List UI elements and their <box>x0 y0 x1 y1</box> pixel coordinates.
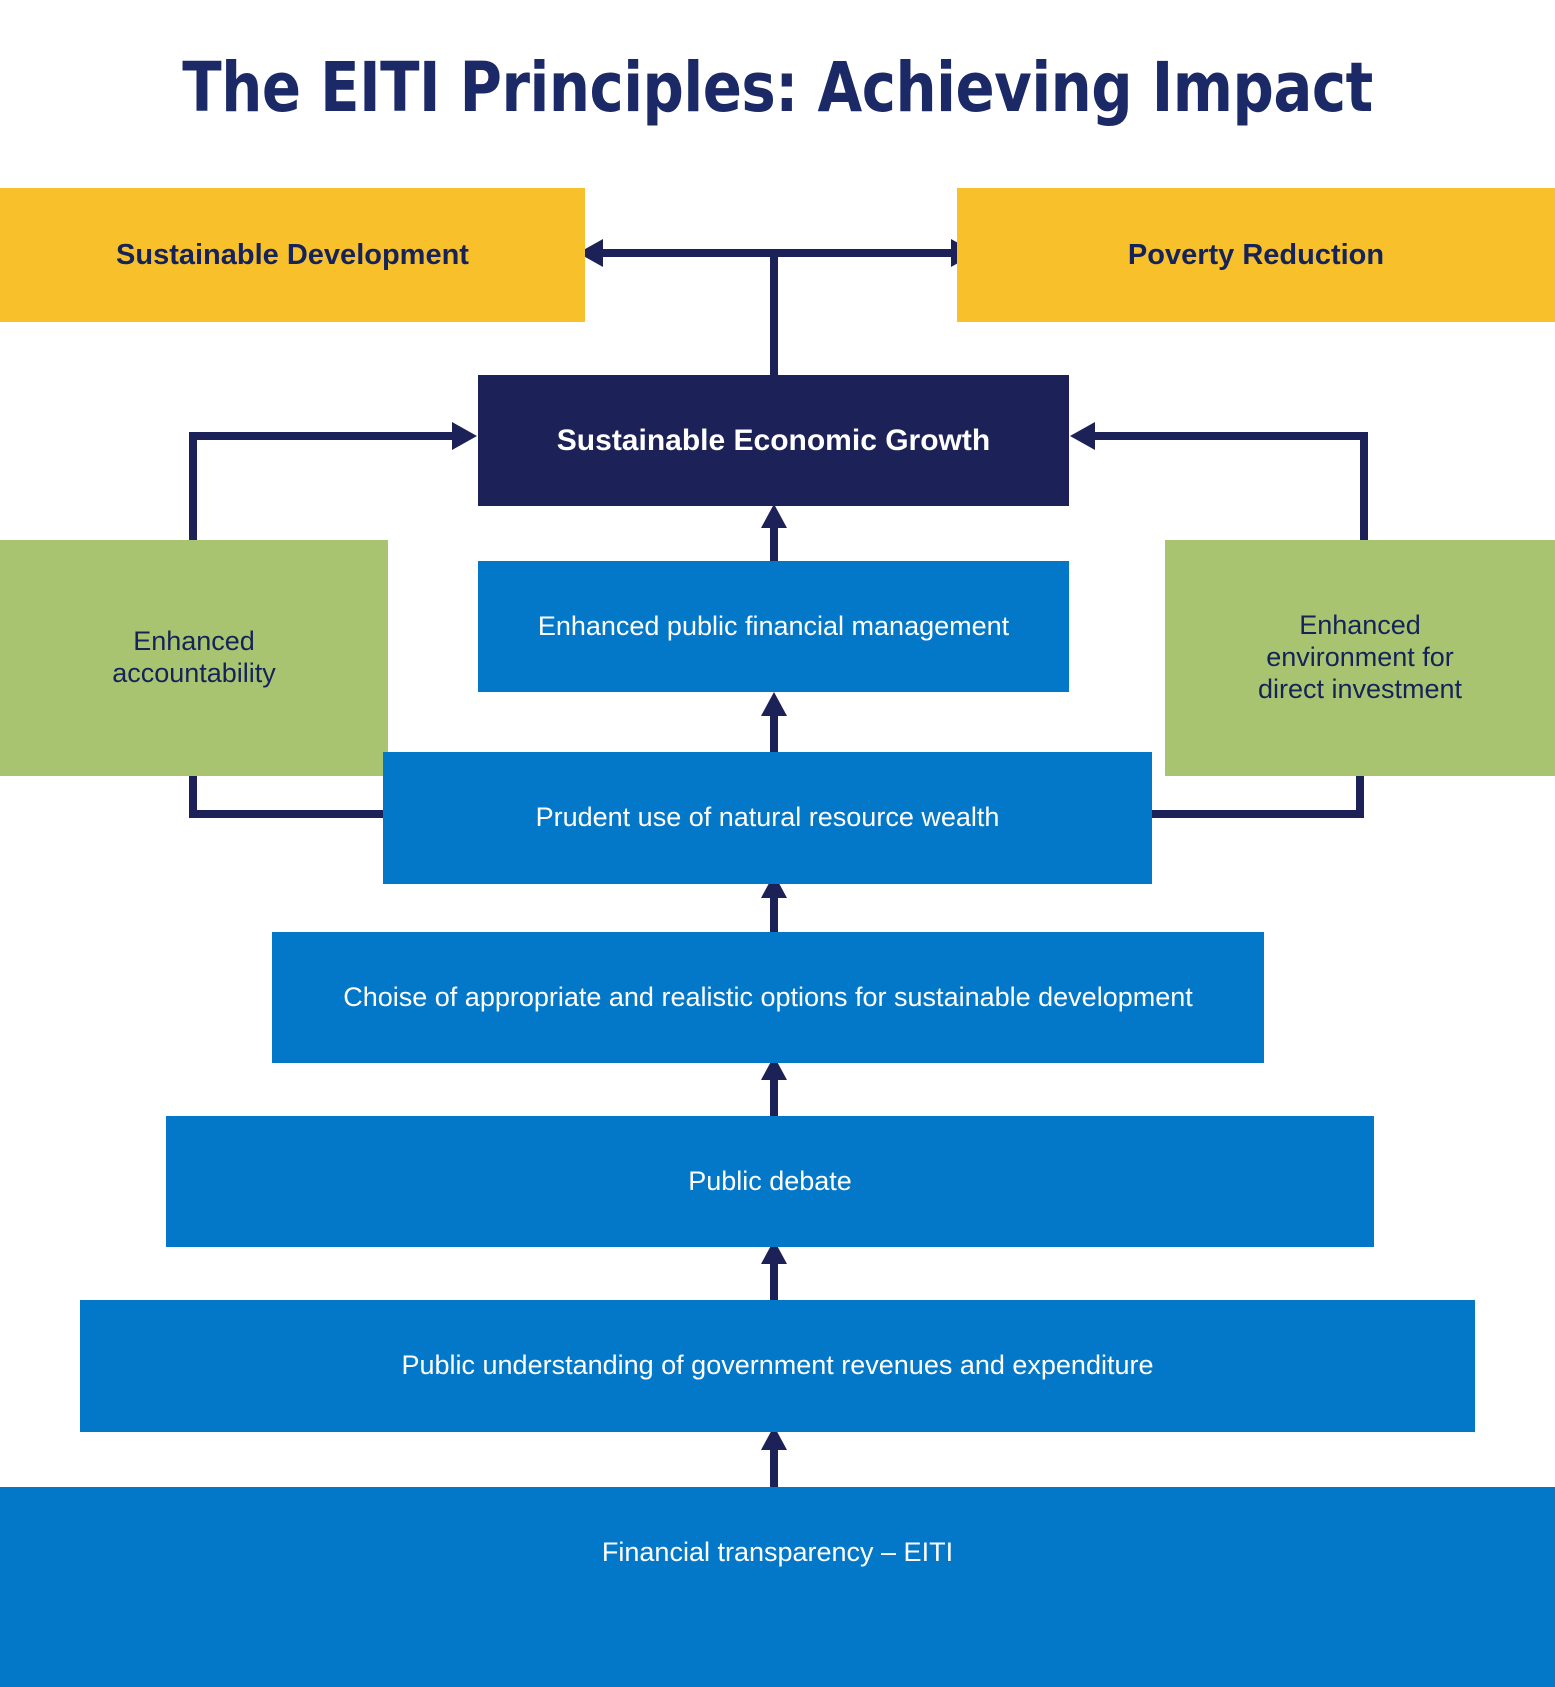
node-enhanced-accountability-label: Enhanced accountability <box>112 626 276 688</box>
arrowhead-pfm-to-growth <box>761 504 787 528</box>
node-public-understanding[interactable]: Public understanding of government reven… <box>80 1300 1475 1432</box>
node-enhanced-accountability[interactable]: Enhanced accountability <box>0 540 388 776</box>
arrowhead-environment-to-growth <box>1070 422 1095 450</box>
connector-transparency-to-understanding-shaft <box>770 1448 778 1494</box>
node-enhanced-environment-for-direct-investment[interactable]: Enhanced environment for direct investme… <box>1165 540 1555 776</box>
node-public-debate-label: Public debate <box>688 1165 852 1196</box>
connector-prudent-left-run <box>189 810 389 818</box>
node-public-financial-management[interactable]: Enhanced public financial management <box>478 561 1069 692</box>
connector-environment-riser <box>1360 432 1368 544</box>
node-sustainable-development-label: Sustainable Development <box>116 238 469 271</box>
connector-prudent-right-run <box>1146 810 1364 818</box>
node-financial-transparency[interactable]: Financial transparency – EITI <box>0 1487 1555 1687</box>
connector-pfm-to-growth-shaft <box>770 526 778 566</box>
node-poverty-reduction[interactable]: Poverty Reduction <box>957 188 1555 322</box>
node-public-financial-management-label: Enhanced public financial management <box>537 610 1010 641</box>
node-sustainable-development[interactable]: Sustainable Development <box>0 188 585 322</box>
connector-accountability-run <box>189 432 457 440</box>
arrowhead-prudent-to-pfm <box>761 692 787 716</box>
connector-outcomes-bar <box>598 249 956 257</box>
connector-environment-inflow-shaft <box>1356 740 1364 818</box>
connector-accountability-riser <box>189 432 197 544</box>
node-sustainable-economic-growth[interactable]: Sustainable Economic Growth <box>478 375 1069 506</box>
node-prudent-use-label: Prudent use of natural resource wealth <box>535 802 1000 833</box>
node-public-debate[interactable]: Public debate <box>166 1116 1374 1247</box>
connector-environment-run <box>1095 432 1368 440</box>
node-public-understanding-label: Public understanding of government reven… <box>401 1350 1154 1381</box>
node-choise-options[interactable]: Choise of appropriate and realistic opti… <box>272 932 1264 1063</box>
node-sustainable-economic-growth-label: Sustainable Economic Growth <box>556 423 991 457</box>
arrowhead-accountability-to-growth <box>452 422 477 450</box>
connector-accountability-inflow-shaft <box>189 740 197 812</box>
connector-understanding-to-debate-shaft <box>770 1262 778 1306</box>
node-financial-transparency-label: Financial transparency – EITI <box>601 1537 954 1567</box>
node-enhanced-environment-label: Enhanced environment for direct investme… <box>1257 610 1463 704</box>
node-poverty-reduction-label: Poverty Reduction <box>1127 238 1385 271</box>
connector-debate-to-choise-shaft <box>770 1078 778 1122</box>
connector-prudent-to-pfm-shaft <box>770 714 778 758</box>
connector-choise-to-prudent-shaft <box>770 896 778 938</box>
node-prudent-use[interactable]: Prudent use of natural resource wealth <box>383 752 1152 884</box>
node-choise-options-label: Choise of appropriate and realistic opti… <box>343 981 1193 1012</box>
page-title: The EITI Principles: Achieving Impact <box>182 48 1373 128</box>
connector-growth-stem <box>770 249 778 375</box>
